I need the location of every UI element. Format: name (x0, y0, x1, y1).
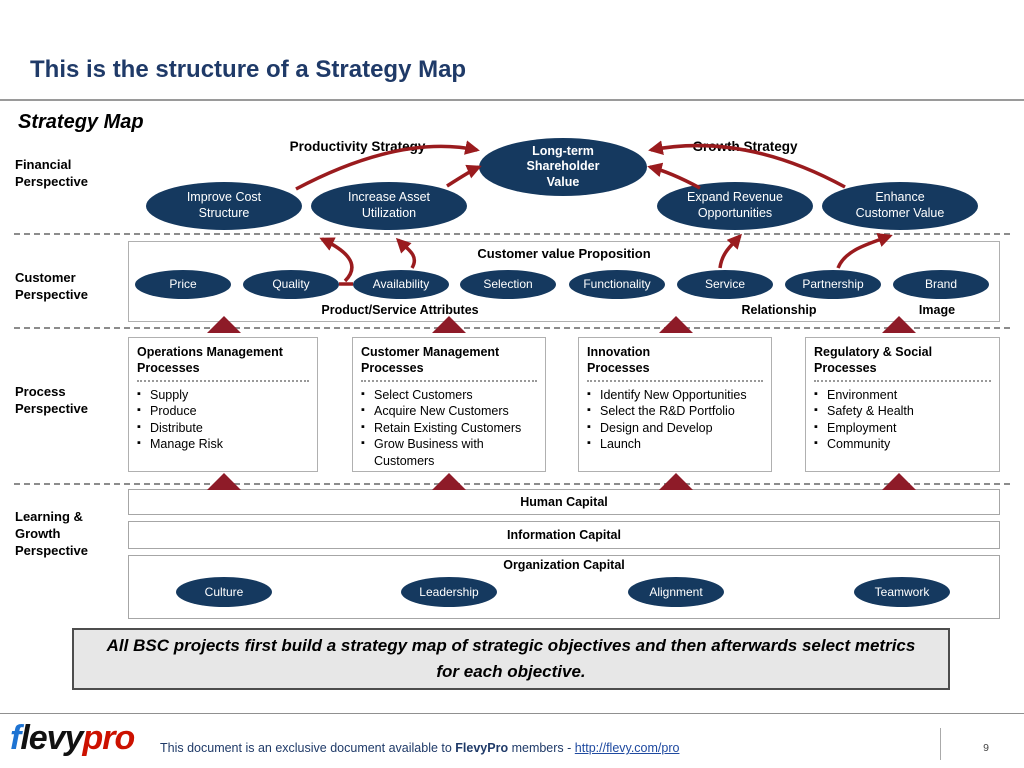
title-divider (0, 99, 1024, 101)
process-item-list: Identify New Opportunities Select the R&… (587, 387, 763, 454)
oval-selection: Selection (460, 270, 556, 299)
dashed-separator-2 (14, 327, 1010, 329)
process-item: Retain Existing Customers (361, 420, 537, 437)
oval-service: Service (677, 270, 773, 299)
oval-price: Price (135, 270, 231, 299)
up-triangle-icon (207, 473, 241, 490)
process-box-customer-management: Customer Management Processes Select Cus… (352, 337, 546, 472)
process-item: Produce (137, 403, 309, 420)
label-customer-perspective: Customer Perspective (15, 270, 88, 302)
page-title: This is the structure of a Strategy Map (30, 56, 467, 83)
key-message-text: All BSC projects first build a strategy … (106, 635, 916, 681)
process-box-regulatory-social: Regulatory & Social Processes Environmen… (805, 337, 1000, 472)
oval-improve-cost-structure: Improve Cost Structure (146, 182, 302, 230)
label-growth-strategy: Growth Strategy (692, 139, 798, 154)
footer-text-prefix: This document is an exclusive document a… (160, 741, 456, 755)
process-item: Safety & Health (814, 403, 991, 420)
dashed-separator-3 (14, 483, 1010, 485)
bar-organization-capital (128, 555, 1000, 619)
process-box-operations-management: Operations Management Processes Supply P… (128, 337, 318, 472)
process-item: Supply (137, 387, 309, 404)
page-number-divider (940, 728, 941, 760)
process-box-innovation: Innovation Processes Identify New Opport… (578, 337, 772, 472)
map-heading: Strategy Map (18, 111, 144, 133)
label-process-perspective: Process Perspective (15, 384, 88, 416)
label-relationship: Relationship (741, 303, 817, 317)
process-item: Identify New Opportunities (587, 387, 763, 404)
process-item-list: Select Customers Acquire New Customers R… (361, 387, 537, 470)
logo-part-levy: levy (20, 719, 83, 757)
bar-information-capital: Information Capital (128, 521, 1000, 549)
process-item: Acquire New Customers (361, 403, 537, 420)
logo-part-f: f (10, 719, 21, 757)
process-box-title: Customer Management Processes (361, 344, 537, 382)
logo-part-pro: pro (82, 719, 136, 757)
process-item: Design and Develop (587, 420, 763, 437)
up-triangle-icon (882, 473, 916, 490)
process-item: Manage Risk (137, 436, 309, 453)
process-item: Select Customers (361, 387, 537, 404)
process-item-list: Supply Produce Distribute Manage Risk (137, 387, 309, 454)
process-box-title: Innovation Processes (587, 344, 763, 382)
footer-text: This document is an exclusive document a… (160, 741, 679, 755)
oval-functionality: Functionality (569, 270, 665, 299)
oval-alignment: Alignment (628, 577, 724, 607)
oval-expand-revenue-opportunities: Expand Revenue Opportunities (657, 182, 813, 230)
oval-partnership: Partnership (785, 270, 881, 299)
process-item-list: Environment Safety & Health Employment C… (814, 387, 991, 454)
process-item: Community (814, 436, 991, 453)
process-item: Launch (587, 436, 763, 453)
process-box-title: Regulatory & Social Processes (814, 344, 991, 382)
up-triangle-icon (659, 473, 693, 490)
page-number: 9 (983, 742, 989, 754)
customer-value-proposition-heading: Customer value Proposition (477, 246, 651, 261)
process-item: Distribute (137, 420, 309, 437)
footer-text-mid: members - (508, 741, 575, 755)
label-productivity-strategy: Productivity Strategy (289, 139, 426, 154)
bar-human-capital: Human Capital (128, 489, 1000, 515)
label-image: Image (918, 303, 956, 317)
key-message-box: All BSC projects first build a strategy … (72, 628, 950, 690)
oval-quality: Quality (243, 270, 339, 299)
process-item: Grow Business with Customers (361, 436, 537, 469)
footer-link[interactable]: http://flevy.com/pro (574, 741, 680, 755)
label-product-service-attributes: Product/Service Attributes (321, 303, 479, 317)
oval-brand: Brand (893, 270, 989, 299)
footer-divider-line (0, 713, 1024, 714)
oval-teamwork: Teamwork (854, 577, 950, 607)
oval-leadership: Leadership (401, 577, 497, 607)
oval-increase-asset-utilization: Increase Asset Utilization (311, 182, 467, 230)
oval-enhance-customer-value: Enhance Customer Value (822, 182, 978, 230)
oval-long-term-shareholder-value: Long-term Shareholder Value (479, 138, 647, 196)
oval-culture: Culture (176, 577, 272, 607)
process-item: Employment (814, 420, 991, 437)
label-financial-perspective: Financial Perspective (15, 157, 88, 189)
process-item: Select the R&D Portfolio (587, 403, 763, 420)
process-box-title: Operations Management Processes (137, 344, 309, 382)
arrow-asset-utilization-to-shareholder (446, 164, 482, 188)
label-learning-growth-perspective: Learning & Growth Perspective (15, 509, 88, 558)
process-item: Environment (814, 387, 991, 404)
up-triangle-icon (432, 473, 466, 490)
flevypro-logo: flevypro (10, 719, 136, 758)
dashed-separator-1 (14, 233, 1010, 235)
oval-availability: Availability (353, 270, 449, 299)
label-organization-capital: Organization Capital (503, 558, 625, 572)
footer-text-flevypro: FlevyPro (455, 741, 509, 755)
